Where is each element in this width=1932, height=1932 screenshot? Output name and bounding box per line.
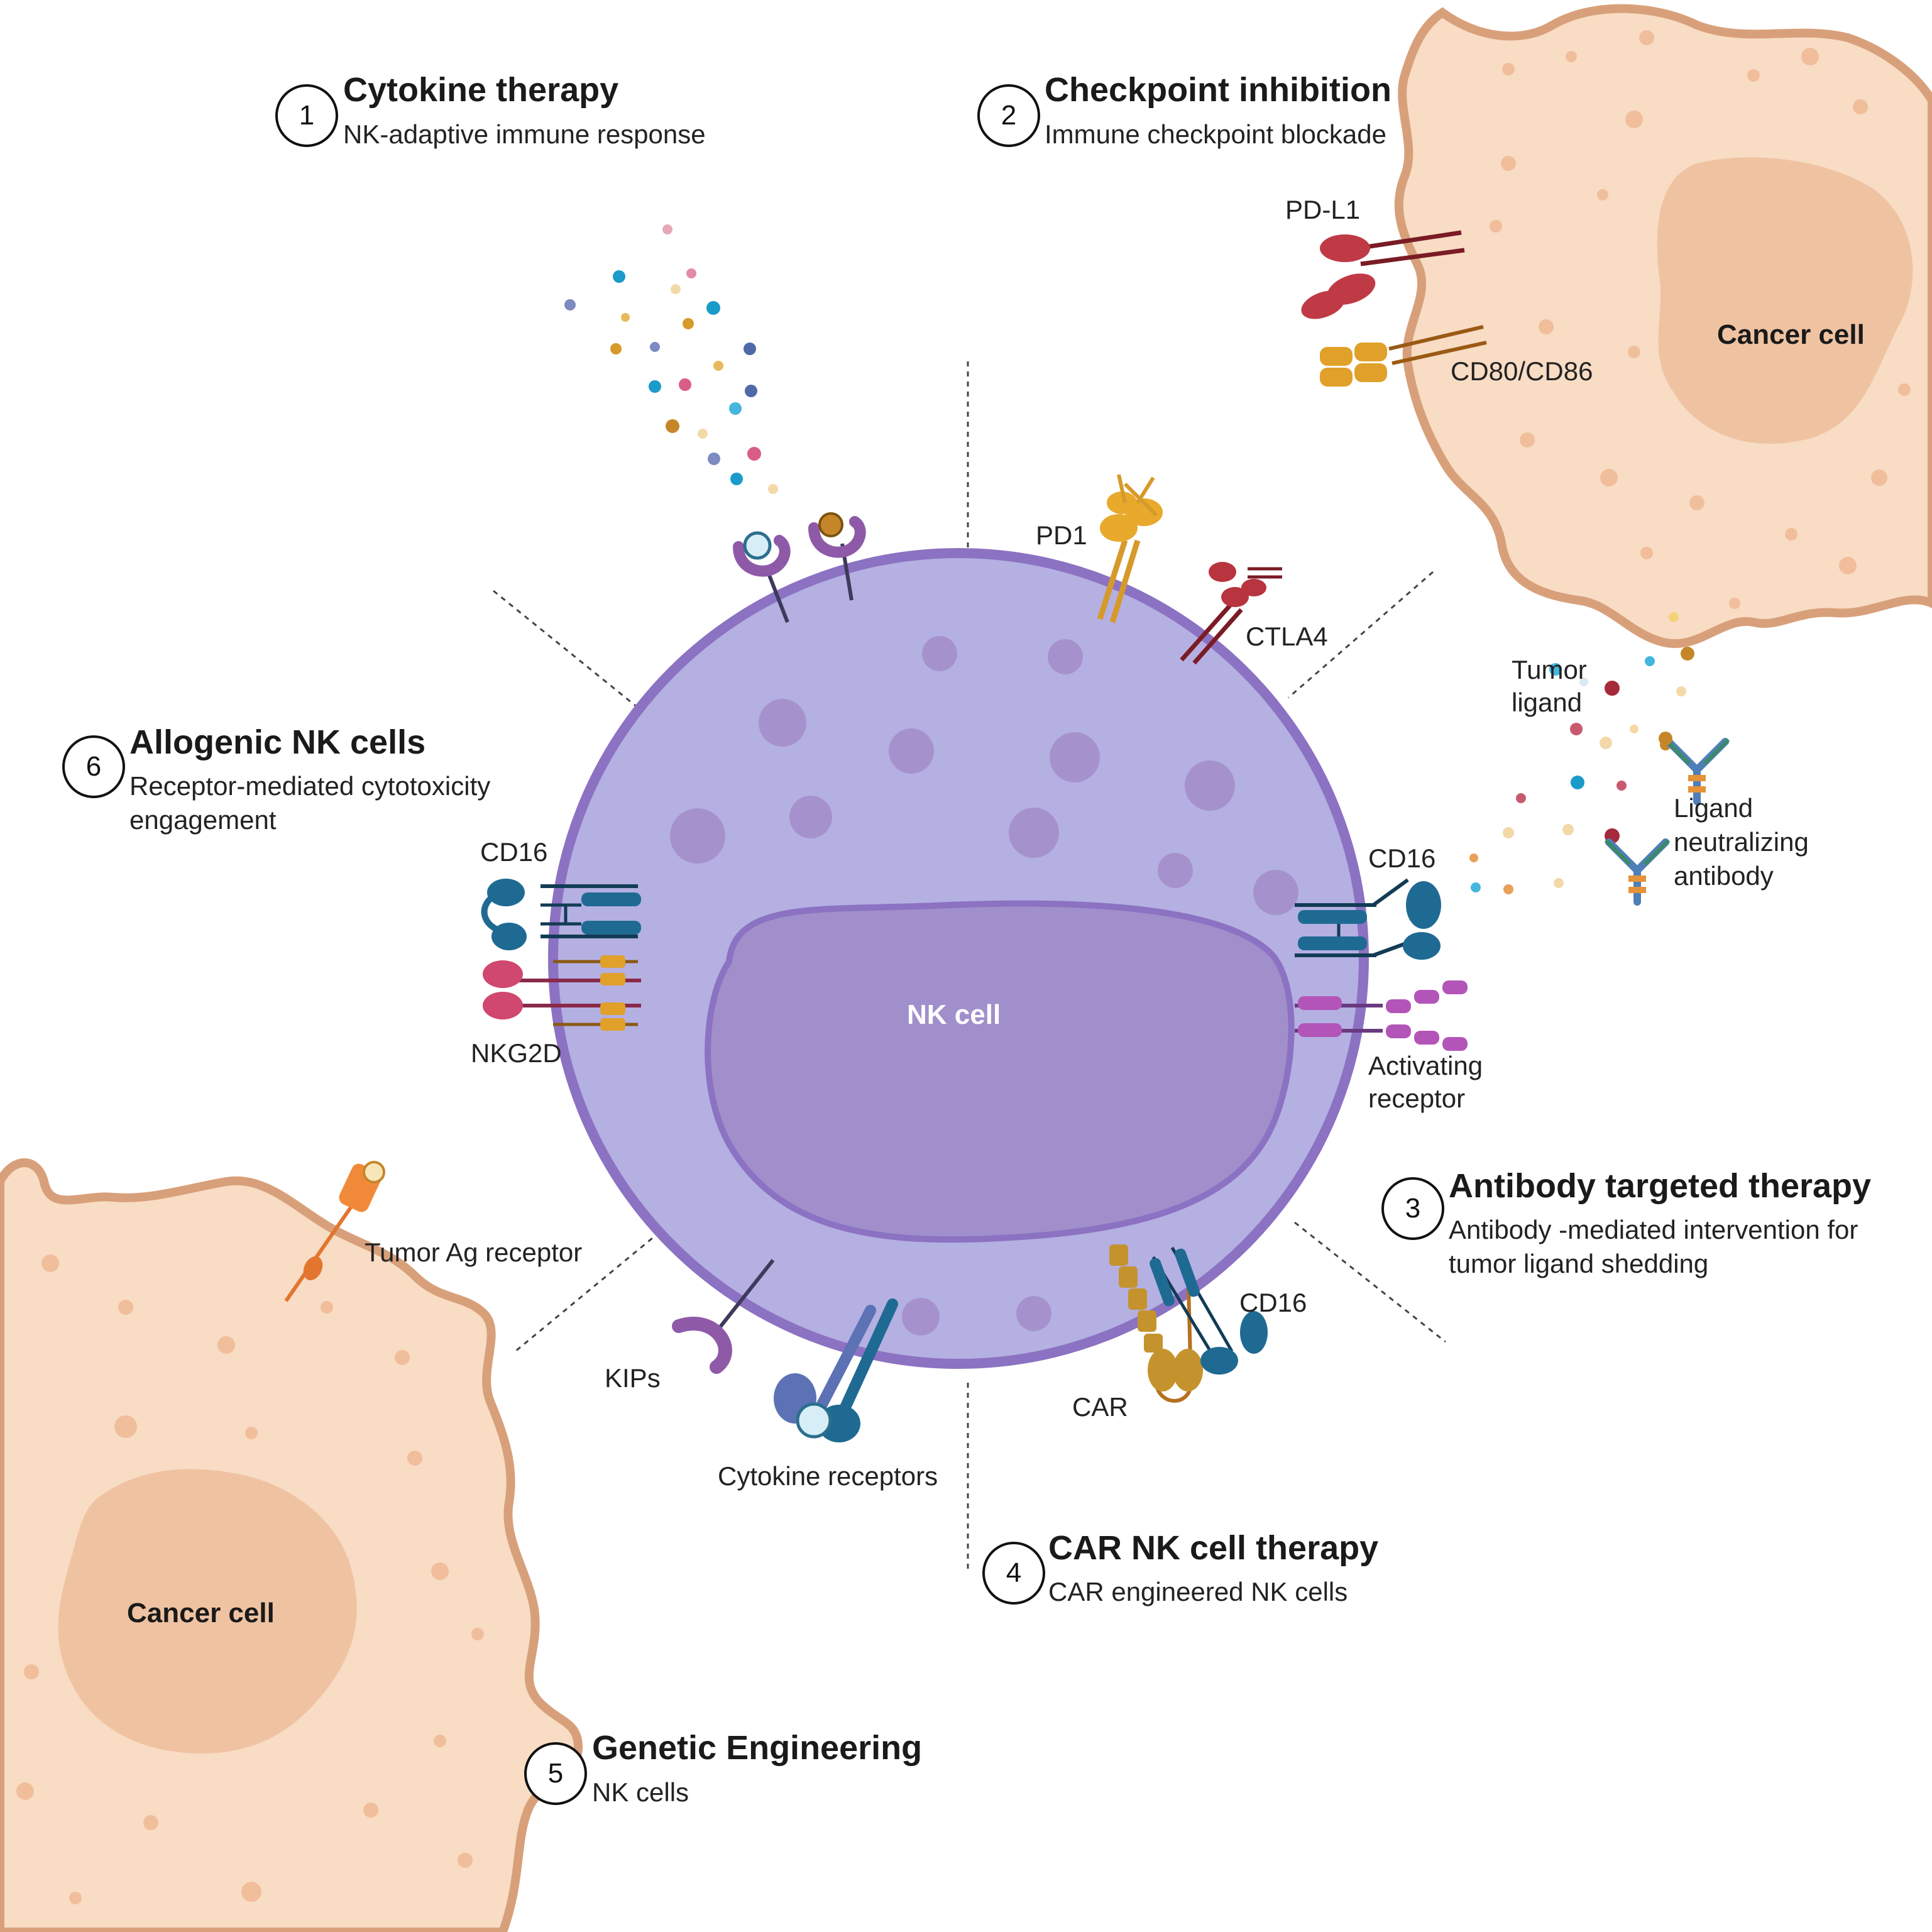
ligand-antibody-label-line2: neutralizing [1674,827,1809,857]
cd80-cd86-label: CD80/CD86 [1451,356,1593,386]
cd16-left-receptor [481,879,641,950]
strategy-6-subtitle-line1: Receptor-mediated cytotoxicity [129,771,491,801]
cd16-right-receptor [1295,878,1441,960]
tumor-ligand-label-line2: ligand [1512,688,1583,717]
nkg2d-label: NKG2D [471,1038,562,1068]
strategy-3-title: Antibody targeted therapy [1449,1167,1872,1205]
strategy-3-number: 3 [1381,1177,1444,1240]
pd1-receptor [1097,474,1163,623]
cancer-cell-bottom-nucleus [58,1469,357,1754]
strategy-1-subtitle: NK-adaptive immune response [343,119,706,149]
strategy-5-number: 5 [524,1742,587,1805]
pdl1-label: PD-L1 [1285,195,1361,224]
car-label: CAR [1072,1392,1128,1422]
cancer-cell-top-granules [1490,30,1911,609]
cancer-cell-top-nucleus [1657,157,1913,444]
cancer-cell-top-right [1394,4,1932,649]
car-receptor [1109,1244,1203,1403]
strategy-1-number: 1 [275,84,338,147]
cytokine-receptors-label: Cytokine receptors [718,1461,938,1491]
strategy-3-subtitle-line2: tumor ligand shedding [1449,1249,1709,1278]
sector-dividers [493,361,1446,1571]
cancer-cell-bottom-left [0,1158,583,1932]
cd16-car-receptor [1150,1246,1268,1375]
nk-cell-nucleus [705,900,1295,1243]
tumor-ligand-label-line1: Tumor [1512,655,1587,684]
neutralizing-antibodies [1604,732,1730,906]
strategy-5-title: Genetic Engineering [592,1729,923,1767]
strategy-2-subtitle: Immune checkpoint blockade [1045,119,1386,149]
strategy-6-subtitle-line2: engagement [129,805,277,835]
ligand-antibody-label-line3: antibody [1674,861,1774,891]
strategy-1-title: Cytokine therapy [343,71,619,109]
strategy-2-number: 2 [977,84,1040,147]
cd16-left-label: CD16 [480,837,548,867]
kips-receptor [672,1259,775,1374]
cd16-right-label: CD16 [1368,843,1436,873]
strategy-3-subtitle-line1: Antibody -mediated intervention for [1449,1215,1858,1244]
strategy-6-number: 6 [62,735,125,798]
cancer-cell-bottom-label: Cancer cell [127,1598,275,1628]
nkg2d-receptor [483,955,641,1031]
strategy-4-title: CAR NK cell therapy [1048,1529,1379,1567]
pd1-label: PD1 [1036,520,1087,550]
strategy-2-title: Checkpoint inhibition [1045,71,1391,109]
nk-cell-label: NK cell [907,999,1001,1030]
cytokine-particles [564,224,778,494]
cancer-cell-top-label: Cancer cell [1717,319,1865,350]
ctla4-receptor [1180,562,1282,665]
ctla4-label: CTLA4 [1246,622,1328,651]
cytokine-receptors-bottom [774,1298,898,1442]
cd16-car-label: CD16 [1239,1288,1307,1317]
tumor-ag-receptor [284,1161,385,1302]
kips-label: KIPs [605,1363,661,1393]
strategy-4-subtitle: CAR engineered NK cells [1048,1577,1348,1606]
strategy-5-subtitle: NK cells [592,1777,689,1807]
strategy-4-number: 4 [982,1542,1045,1605]
activating-receptor [1295,980,1468,1051]
activating-receptor-label-line1: Activating [1368,1051,1483,1080]
nk-cell [548,548,1369,1369]
tumor-ag-receptor-label: Tumor Ag receptor [365,1238,583,1267]
cancer-cell-bottom-granules [16,1254,484,1904]
top-cytokine-receptors [733,512,866,623]
activating-receptor-label-line2: receptor [1368,1084,1466,1113]
ligand-antibody-label-line1: Ligand [1674,793,1754,823]
nk-cell-granules [670,636,1298,1336]
pdl1-ligand [1301,230,1465,319]
strategy-6-title: Allogenic NK cells [129,723,426,761]
cd80-cd86-ligand [1320,325,1487,387]
